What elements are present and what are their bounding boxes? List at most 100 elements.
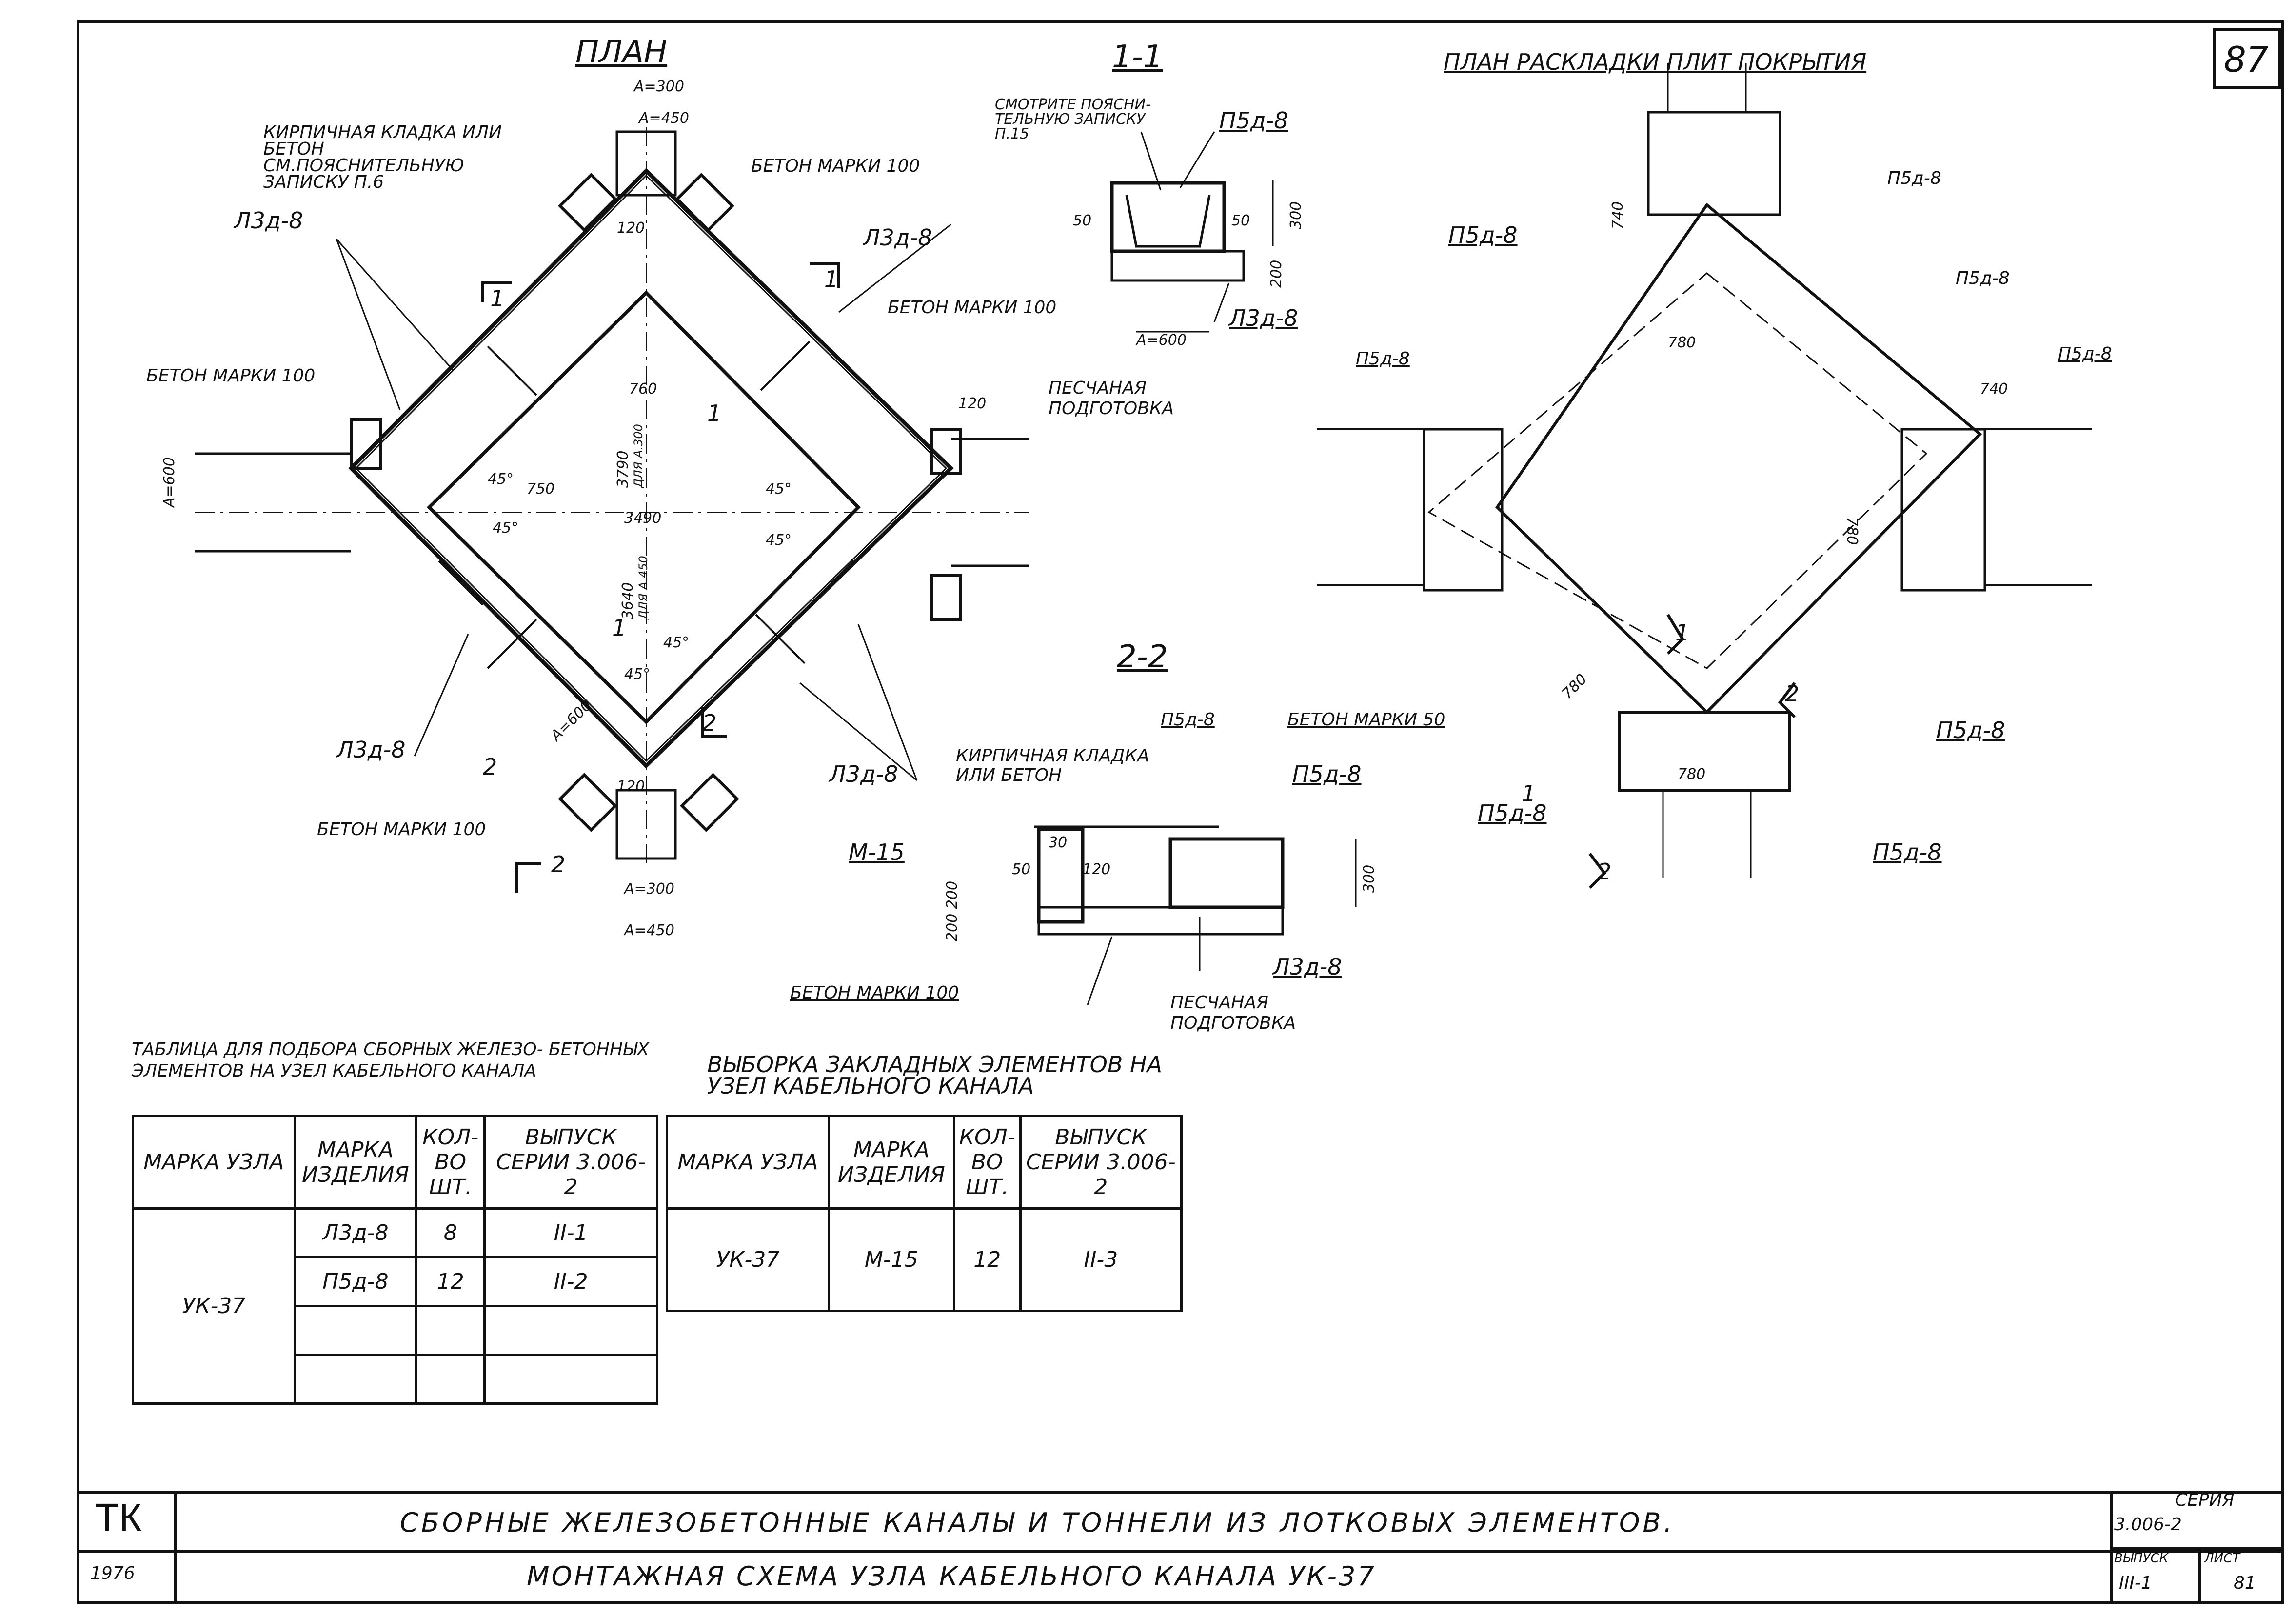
table2-header-qty: КОЛ-ВО ШТ. [952,1115,1022,1210]
table1-cell: П5д-8 [293,1256,418,1307]
layout-plan-p5d8-3: П5д-8 [1956,268,2010,288]
section-1-1-title: 1-1 [1112,39,1163,75]
layout-plan-p5d8-8: П5д-8 [1873,839,1942,865]
layout-plan-section-1a: 1 [1675,619,1690,646]
plan-dim-3790-note: ДЛЯ А.300 [632,424,645,488]
stamp-series-value: 3.006-2 [2114,1515,2182,1535]
section-2-2-concrete100: БЕТОН МАРКИ 100 [790,983,959,1003]
plan-label-l3d8-br: Л3д-8 [829,761,898,787]
table1-header-qty: КОЛ-ВО ШТ. [415,1115,486,1210]
section-2-2-masonry: КИРПИЧНАЯ КЛАДКА ИЛИ БЕТОН [956,746,1149,785]
table1-cell: Л3д-8 [293,1207,418,1258]
plan-dim-a450-bot: А=450 [624,922,674,939]
plan-dim-3490: 3490 [624,510,662,527]
stamp-year: 1976 [90,1563,135,1583]
table1-cell: II-1 [483,1207,658,1258]
table2: МАРКА УЗЛА МАРКА ИЗДЕЛИЯ КОЛ-ВО ШТ. ВЫПУ… [666,1115,1183,1312]
table1-cell: II-2 [483,1256,658,1307]
plan-section-mark-2c: 2 [483,754,497,780]
layout-plan-section-2a: 2 [1785,680,1800,707]
plan-dim-3640-note: ДЛЯ А.450 [636,556,650,619]
layout-plan-dim-740a: 740 [1609,201,1626,229]
plan-angle-4: 45° [766,532,792,549]
table1-node-value: УК-37 [132,1207,296,1405]
plan-label-l3d8-bl: Л3д-8 [336,737,406,763]
plan-section-mark-1b: 1 [824,266,839,292]
stamp-sheet-label: ЛИСТ [2204,1551,2240,1566]
table2-header-item: МАРКА ИЗДЕЛИЯ [827,1115,955,1210]
table1-cell: 12 [415,1256,486,1307]
layout-plan-p5d8-1: П5д-8 [1887,168,1941,188]
table2-title: ВЫБОРКА ЗАКЛАДНЫХ ЭЛЕМЕНТОВ НА УЗЕЛ КАБЕ… [707,1051,1163,1099]
layout-plan-dim-780a: 780 [1668,334,1696,351]
plan-label-concrete-bottom: БЕТОН МАРКИ 100 [317,819,486,839]
section-2-2-sand: ПЕСЧАНАЯ ПОДГОТОВКА [1170,993,1296,1033]
plan-dim-3640: 3640 [619,582,636,619]
plan-label-concrete-top: БЕТОН МАРКИ 100 [751,156,920,176]
plan-dim-a450-top: А=450 [639,110,689,127]
section-2-2-dim-120: 120 [1083,861,1111,878]
layout-plan-title: ПЛАН РАСКЛАДКИ ПЛИТ ПОКРЫТИЯ [1444,49,1867,75]
section-1-1-l3d8: Л3д-8 [1229,305,1298,331]
stamp-issue-label: ВЫПУСК [2114,1551,2169,1566]
plan-section-mark-1c: 1 [707,400,722,426]
section-2-2-p5d8b: П5д-8 [1292,761,1362,787]
section-2-2-m15: М-15 [849,839,905,865]
table1-title: ТАБЛИЦА ДЛЯ ПОДБОРА СБОРНЫХ ЖЕЛЕЗО- БЕТО… [132,1039,650,1081]
plan-angle-1: 45° [488,471,514,488]
table1-header-item: МАРКА ИЗДЕЛИЯ [293,1115,418,1210]
table1-header-issue: ВЫПУСК СЕРИИ 3.006-2 [483,1115,658,1210]
plan-title: ПЛАН [575,34,668,70]
layout-plan-dim-740b: 740 [1980,380,2008,398]
sheet-number: 87 [2224,39,2269,80]
stamp-sheet-value: 81 [2234,1573,2256,1593]
table2-cell: II-3 [1019,1207,1183,1312]
plan-dim-a600-left: А=600 [161,457,178,507]
plan-section-mark-2a: 2 [551,851,566,878]
section-2-2-dim-300: 300 [1361,864,1378,893]
table2-cell: 12 [952,1207,1022,1312]
section-2-2-l3d8: Л3д-8 [1273,954,1342,980]
layout-plan-p5d8-6: П5д-8 [1936,717,2005,743]
table1-cell: 8 [415,1207,486,1258]
section-1-1-dim-50a: 50 [1073,212,1092,229]
section-2-2-dim-200: 200 200 [944,880,961,941]
plan-angle-5: 45° [624,666,651,683]
layout-plan-p5d8-5: П5д-8 [2058,344,2112,364]
section-2-2-dim-30: 30 [1049,834,1068,851]
section-1-1-dim-200: 200 [1268,260,1285,288]
table2-node-value: УК-37 [666,1207,830,1312]
section-1-1-sand: ПЕСЧАНАЯ ПОДГОТОВКА [1049,378,1174,419]
plan-label-l3d8-tr: Л3д-8 [863,224,932,251]
plan-dim-750: 750 [527,480,555,498]
plan-dim-3790: 3790 [614,450,632,488]
plan-angle-3: 45° [766,480,792,498]
layout-plan-section-2b: 2 [1597,859,1612,885]
layout-plan-section-1b: 1 [1522,780,1536,807]
plan-section-mark-1a: 1 [490,285,505,312]
stamp-title-1: СБОРНЫЕ ЖЕЛЕЗОБЕТОННЫЕ КАНАЛЫ И ТОННЕЛИ … [400,1507,1675,1538]
stamp-code: ТК [95,1496,142,1539]
section-1-1-note: СМОТРИТЕ ПОЯСНИ-ТЕЛЬНУЮ ЗАПИСКУ П.15 [995,96,1151,142]
plan-dim-a300-top: А=300 [634,78,684,95]
plan-section-mark-2b: 2 [702,710,717,736]
table1: МАРКА УЗЛА МАРКА ИЗДЕЛИЯ КОЛ-ВО ШТ. ВЫПУ… [132,1115,658,1405]
section-2-2-dim-50: 50 [1012,861,1031,878]
table2-header-issue: ВЫПУСК СЕРИИ 3.006-2 [1019,1115,1183,1210]
layout-plan-dim-780b: 780 [1843,517,1861,545]
section-1-1-p5d8: П5д-8 [1219,107,1288,134]
plan-angle-2: 45° [493,519,519,537]
section-1-1-dim-50b: 50 [1231,212,1250,229]
table2-cell: М-15 [827,1207,955,1312]
plan-dim-a300-bot: А=300 [624,880,674,898]
section-1-1-dim-a600: А=600 [1136,332,1187,349]
plan-angle-6: 45° [663,634,690,651]
plan-section-mark-1d: 1 [612,615,627,641]
section-1-1-dim-300: 300 [1287,201,1305,229]
